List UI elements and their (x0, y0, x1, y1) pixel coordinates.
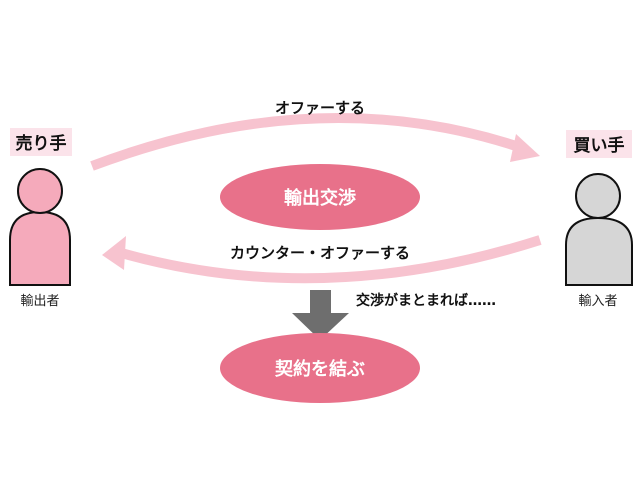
buyer-label-bg (566, 130, 632, 158)
seller-role: 輸出者 (20, 294, 59, 309)
buyer-role: 輸入者 (578, 294, 617, 309)
condition-label: 交渉がまとまれば…… (356, 292, 496, 309)
seller-label: 売り手 (16, 133, 67, 154)
seller-person-icon (9, 168, 71, 286)
offer-label: オファーする (275, 99, 365, 117)
negotiation-ellipse (220, 164, 420, 230)
counter-offer-label: カウンター・オファーする (230, 244, 410, 262)
buyer: 買い手 輸入者 (565, 130, 633, 309)
negotiation-label: 輸出交渉 (284, 187, 356, 209)
seller-label-bg (10, 128, 72, 156)
offer-arrow (90, 113, 540, 171)
buyer-person-icon (565, 173, 633, 286)
seller: 売り手 輸出者 (9, 128, 72, 309)
counter-offer-arrow (102, 235, 542, 284)
contract-ellipse (220, 333, 420, 403)
down-arrow-icon (292, 290, 349, 340)
buyer-label: 買い手 (574, 135, 625, 156)
contract-label: 契約を結ぶ (274, 358, 365, 380)
